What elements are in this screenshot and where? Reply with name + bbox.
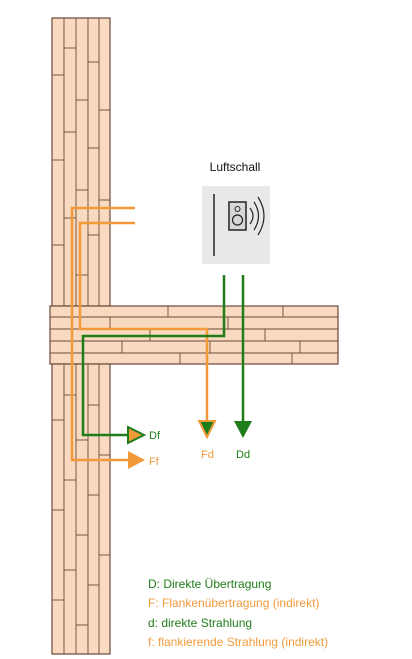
arrowheads (127, 420, 252, 469)
path-Df (81, 275, 226, 437)
sound-source: Luftschall (202, 160, 270, 264)
path-labels: Df Ff Fd Dd (149, 430, 250, 468)
lower-wall (51, 363, 111, 655)
path-Ff (70, 206, 135, 462)
legend-item-F: F: Flankenübertragung (indirekt) (148, 596, 319, 610)
legend-item-d: d: direkte Strahlung (148, 616, 252, 630)
label-Fd: Fd (201, 449, 214, 461)
legend-item-D: D: Direkte Übertragung (148, 577, 271, 591)
label-Dd: Dd (236, 449, 250, 461)
source-label: Luftschall (210, 160, 261, 174)
arrow-Fd (197, 420, 217, 440)
loudspeaker-icon (228, 196, 265, 236)
arrow-Ff (128, 451, 145, 469)
label-Df: Df (149, 430, 161, 442)
arrow-Dd (234, 421, 252, 438)
path-Fd (78, 221, 209, 423)
transmission-paths (70, 206, 245, 462)
arrow-Df (127, 425, 147, 445)
legend: D: Direkte Übertragung F: Flankenübertra… (148, 577, 328, 649)
label-Ff: Ff (149, 456, 160, 468)
legend-item-f: f: flankierende Strahlung (indirekt) (148, 635, 328, 649)
